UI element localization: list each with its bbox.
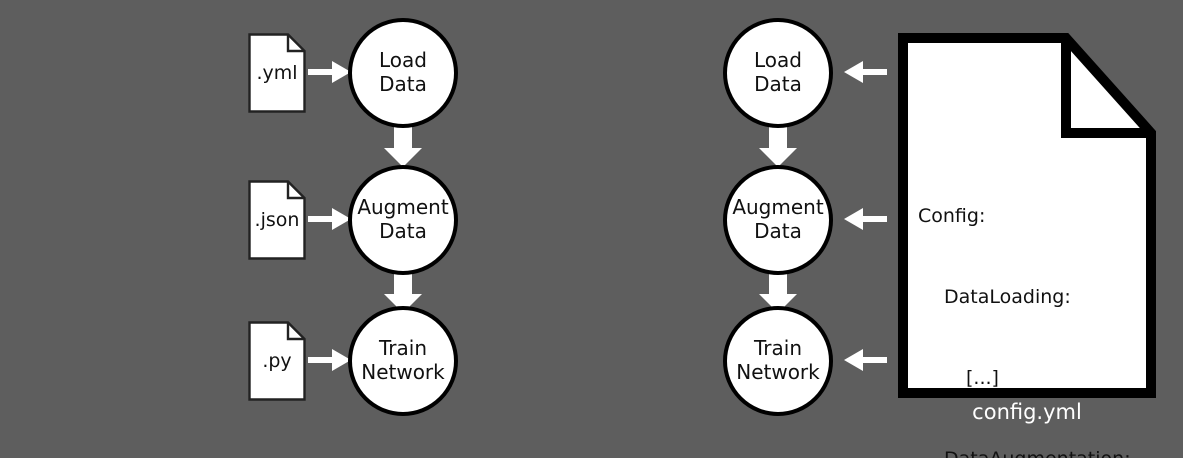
node-line-2: Data: [379, 219, 427, 243]
file-icon-json: .json: [248, 180, 306, 260]
node-load-data-left[interactable]: Load Data: [348, 18, 458, 128]
arrow-left-icon-train: [838, 346, 888, 378]
file-label: .py: [262, 350, 292, 372]
node-line-1: Augment: [732, 195, 824, 220]
config-line: Config:: [918, 204, 986, 227]
config-line: DataLoading:: [944, 285, 1071, 308]
arrow-right-icon-augment: [308, 205, 352, 237]
arrow-down-icon-right-1: [758, 122, 798, 172]
node-line-2: Data: [754, 72, 802, 96]
file-icon-yml: .yml: [248, 33, 306, 113]
config-line: [...]: [966, 366, 999, 389]
node-line-2: Network: [736, 360, 820, 384]
file-shape-icon: [248, 321, 306, 401]
node-line-1: Augment: [357, 195, 449, 220]
node-train-network-right[interactable]: Train Network: [723, 306, 833, 416]
config-document[interactable]: Config: DataLoading: [...] DataAugmentat…: [898, 33, 1156, 458]
node-train-network-left[interactable]: Train Network: [348, 306, 458, 416]
arrow-left-icon-load: [838, 58, 888, 90]
node-augment-data-right[interactable]: Augment Data: [723, 165, 833, 275]
file-shape-icon: [248, 180, 306, 260]
config-text: Config: DataLoading: [...] DataAugmentat…: [918, 149, 1131, 458]
arrow-right-icon-load: [308, 58, 352, 90]
node-load-data-right[interactable]: Load Data: [723, 18, 833, 128]
document-shape-icon: [898, 33, 1156, 398]
node-line-1: Train: [754, 336, 802, 361]
node-line-1: Load: [754, 48, 802, 73]
node-line-2: Data: [754, 219, 802, 243]
node-line-1: Train: [379, 336, 427, 361]
config-line: DataAugmentation:: [918, 446, 1131, 458]
arrow-down-icon-left-2: [383, 268, 423, 318]
config-document-caption: config.yml: [972, 400, 1082, 424]
file-label: .yml: [256, 62, 298, 84]
arrow-left-icon-augment: [838, 205, 888, 237]
node-augment-data-left[interactable]: Augment Data: [348, 165, 458, 275]
arrow-down-icon-left-1: [383, 122, 423, 172]
node-line-2: Network: [361, 360, 445, 384]
node-line-1: Load: [379, 48, 427, 73]
arrow-right-icon-train: [308, 346, 352, 378]
node-line-2: Data: [379, 72, 427, 96]
file-icon-py: .py: [248, 321, 306, 401]
file-label: .json: [254, 209, 300, 231]
file-shape-icon: [248, 33, 306, 113]
arrow-down-icon-right-2: [758, 268, 798, 318]
